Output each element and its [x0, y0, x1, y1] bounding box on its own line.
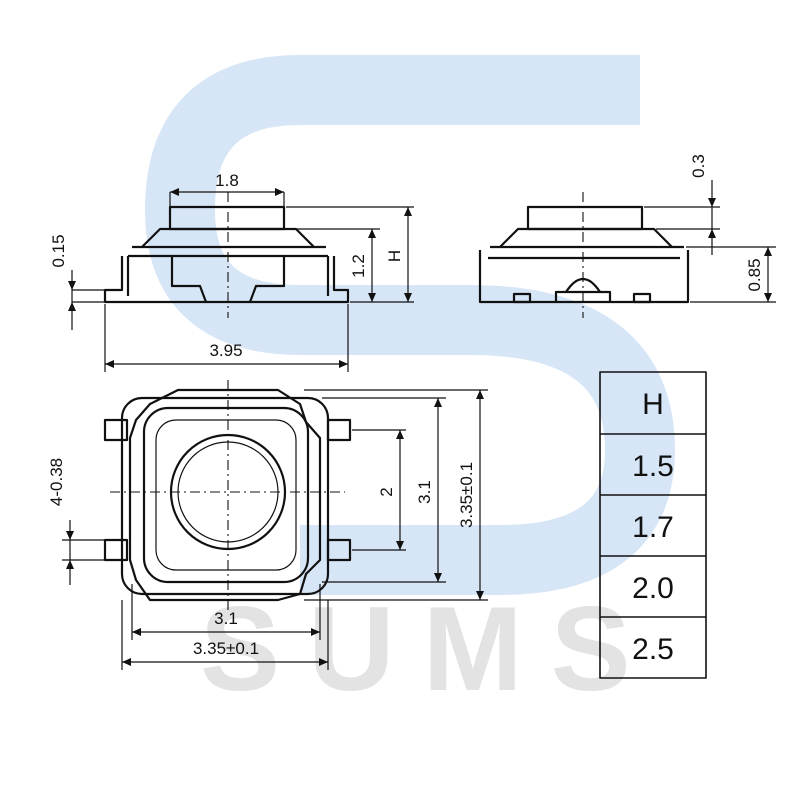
dim-inner-2: 2 [377, 487, 396, 496]
dim-height-1-2: 1.2 [349, 254, 368, 278]
dim-top-width: 1.8 [215, 171, 239, 190]
dim-right-height: 0.85 [745, 258, 764, 291]
top-view [103, 380, 352, 610]
side-view-right [478, 192, 690, 318]
dim-inner-3-1-v: 3.1 [415, 480, 434, 504]
height-table: H 1.5 1.7 2.0 2.5 [599, 371, 707, 679]
table-header: H [642, 388, 664, 421]
dim-body-width: 3.95 [209, 341, 242, 360]
dim-right-top: 0.3 [689, 154, 708, 178]
table-row: 2.0 [632, 572, 674, 605]
side-view-left [103, 192, 350, 318]
watermark-text: SUMS [200, 582, 659, 716]
dim-inner-3-1-h: 3.1 [214, 609, 238, 628]
dimension-lines [62, 180, 776, 670]
dim-outer-h: 3.35±0.1 [193, 639, 259, 658]
table-row: 2.5 [632, 633, 674, 666]
dim-pitch: 4-0.38 [47, 458, 66, 506]
table-row: 1.5 [632, 450, 674, 483]
dimension-labels: 1.8 0.15 1.2 H 3.95 0.3 0.85 4-0.38 2 3.… [47, 154, 764, 658]
dim-left-height-small: 0.15 [49, 234, 68, 267]
dim-outer-v: 3.35±0.1 [457, 462, 476, 528]
watermark: SUMS [144, 55, 676, 716]
table-row: 1.7 [632, 511, 674, 544]
dim-height-h: H [385, 250, 404, 262]
